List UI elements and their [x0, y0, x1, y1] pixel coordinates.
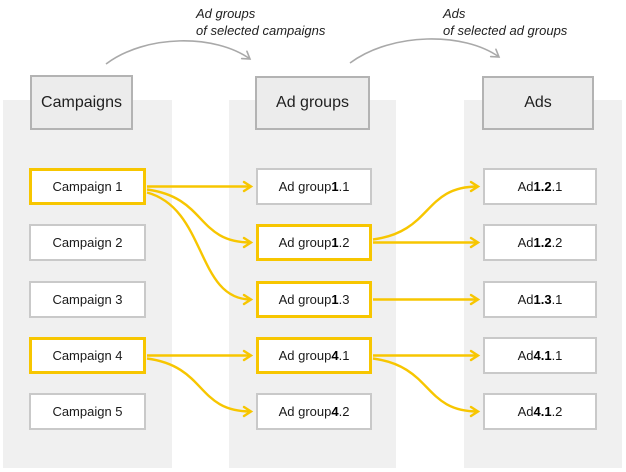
annotation-line: of selected ad groups — [443, 23, 568, 38]
node-label-bold: 1 — [331, 235, 339, 250]
node-label: Campaign 3 — [52, 292, 123, 307]
node-label-suffix: .3 — [338, 292, 350, 307]
campaign-box-c5: Campaign 5 — [29, 393, 146, 430]
node-label-suffix: .1 — [551, 348, 563, 363]
node-label: Campaign 4 — [52, 348, 123, 363]
node-label: Ad — [517, 235, 534, 250]
adgroup-box-g12: Ad group 1.2 — [256, 224, 372, 261]
ad-box-a411: Ad 4.1.1 — [483, 337, 597, 374]
arc-adgroups-to-ads-icon — [349, 38, 501, 64]
adgroup-box-g41: Ad group 4.1 — [256, 337, 372, 374]
node-label-bold: 1.2 — [533, 179, 552, 194]
node-label: Campaign 5 — [52, 404, 123, 419]
ad-box-a122: Ad 1.2.2 — [483, 224, 597, 261]
node-label-bold: 1 — [331, 179, 339, 194]
campaign-box-c2: Campaign 2 — [29, 224, 146, 261]
node-label-bold: 4.1 — [533, 404, 552, 419]
annotation-adgroups-of-selected-campaigns: Ad groups of selected campaigns — [196, 5, 325, 39]
annotation-line: of selected campaigns — [196, 23, 326, 38]
node-label-suffix: .2 — [551, 404, 563, 419]
column-header-ads: Ads — [482, 76, 594, 130]
node-label-bold: 1.2 — [533, 235, 552, 250]
node-label: Campaign 2 — [52, 235, 123, 250]
node-label: Ad — [517, 348, 534, 363]
node-label: Ad group — [278, 348, 332, 363]
node-label: Ad — [517, 404, 534, 419]
node-label: Ad group — [278, 292, 332, 307]
node-label-suffix: .2 — [551, 235, 563, 250]
node-label-bold: 1.3 — [533, 292, 552, 307]
ad-box-a131: Ad 1.3.1 — [483, 281, 597, 318]
ad-box-a412: Ad 4.1.2 — [483, 393, 597, 430]
node-label-suffix: .1 — [338, 348, 350, 363]
adgroup-box-g42: Ad group 4.2 — [256, 393, 372, 430]
node-label-bold: 4 — [331, 348, 339, 363]
node-label-bold: 4.1 — [533, 348, 552, 363]
node-label-suffix: .2 — [338, 404, 350, 419]
adgroup-box-g11: Ad group 1.1 — [256, 168, 372, 205]
node-label-bold: 1 — [331, 292, 339, 307]
node-label: Ad group — [278, 235, 332, 250]
edge-g41-a412 — [372, 357, 481, 418]
node-label-suffix: .1 — [551, 179, 563, 194]
arc-campaigns-to-adgroups-icon — [105, 40, 252, 65]
campaign-box-c3: Campaign 3 — [29, 281, 146, 318]
edge-c1-g13 — [146, 191, 254, 306]
annotation-line: Ads — [443, 6, 466, 21]
annotation-ads-of-selected-adgroups: Ads of selected ad groups — [443, 5, 567, 39]
node-label: Ad — [517, 179, 534, 194]
annotation-line: Ad groups — [196, 6, 256, 21]
column-header-campaigns: Campaigns — [30, 75, 133, 130]
node-label-bold: 4 — [331, 404, 339, 419]
edge-c4-g42 — [146, 357, 254, 418]
node-label: Campaign 1 — [52, 179, 123, 194]
ad-box-a121: Ad 1.2.1 — [483, 168, 597, 205]
node-label: Ad group — [278, 179, 332, 194]
node-label: Ad — [517, 292, 534, 307]
node-label-suffix: .1 — [338, 179, 350, 194]
campaign-box-c1: Campaign 1 — [29, 168, 146, 205]
node-label-suffix: .1 — [551, 292, 563, 307]
adgroup-box-g13: Ad group 1.3 — [256, 281, 372, 318]
node-label: Ad group — [278, 404, 332, 419]
campaign-box-c4: Campaign 4 — [29, 337, 146, 374]
column-header-adgroups: Ad groups — [255, 76, 370, 130]
edge-g12-a121 — [372, 180, 481, 241]
node-label-suffix: .2 — [338, 235, 350, 250]
edge-c1-g12 — [146, 188, 254, 249]
